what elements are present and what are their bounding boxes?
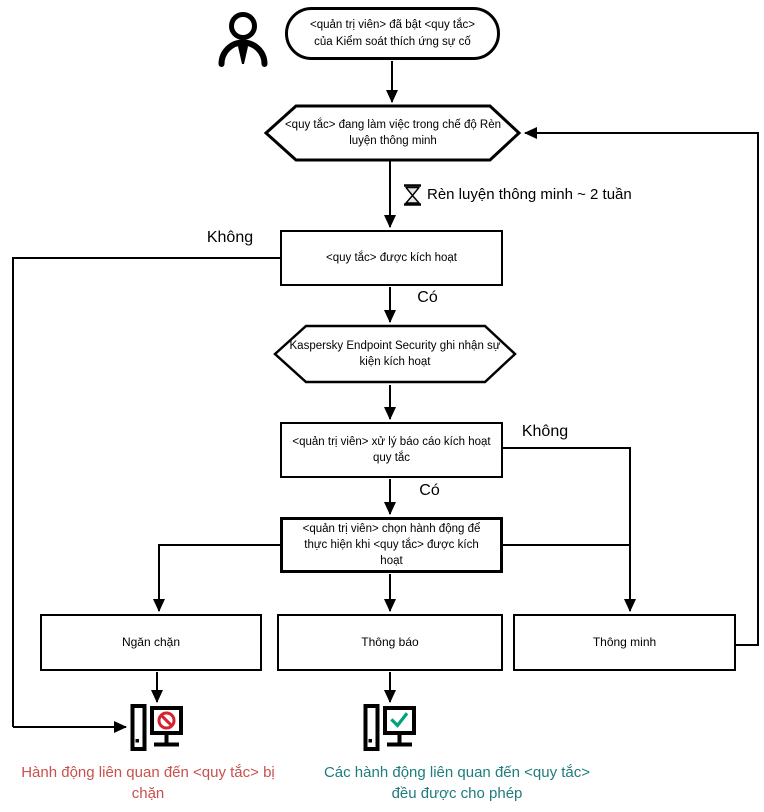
outcome-allowed-label: Các hành động liên quan đến <quy tắc> đề… bbox=[323, 764, 591, 802]
prohibition-slash bbox=[160, 714, 173, 727]
node-training-mode-label: <quy tắc> đang làm việc trong chế độ Rèn… bbox=[284, 118, 502, 147]
node-action-block: Ngăn chặn bbox=[40, 614, 262, 671]
edge-label-yes-trigger: Có bbox=[417, 289, 438, 306]
hexagon-kes-logs bbox=[273, 324, 517, 384]
outcome-blocked-label: Hành động liên quan đến <quy tắc> bị chặ… bbox=[21, 764, 275, 802]
blocked-computer-icon bbox=[130, 704, 183, 751]
node-rule-triggered: <quy tắc> được kích hoạt bbox=[280, 230, 503, 286]
node-kes-logs-label: Kaspersky Endpoint Security ghi nhận sự … bbox=[289, 339, 501, 368]
node-start: <quản trị viên> đã bật <quy tắc> của Kiể… bbox=[285, 7, 500, 60]
node-admin-processes: <quản trị viên> xử lý báo cáo kích hoạt … bbox=[280, 422, 503, 478]
check-icon bbox=[390, 712, 409, 728]
edge-label-no-right: Không bbox=[521, 423, 569, 440]
hexagon-training-mode bbox=[263, 104, 522, 162]
hourglass-icon bbox=[404, 184, 421, 206]
edge-label-no-left: Không bbox=[206, 229, 254, 246]
connector-lines bbox=[12, 61, 759, 733]
prohibition-icon bbox=[157, 711, 176, 730]
node-admin-chooses: <quản trị viên> chọn hành động để thực h… bbox=[280, 517, 503, 573]
edge-label-yes-report: Có bbox=[419, 482, 440, 499]
node-action-smart: Thông minh bbox=[513, 614, 736, 671]
allowed-computer-icon bbox=[363, 704, 416, 751]
person-icon bbox=[218, 12, 268, 67]
timer-label: Rèn luyện thông minh ~ 2 tuần bbox=[427, 186, 632, 203]
node-action-notify: Thông báo bbox=[277, 614, 503, 671]
